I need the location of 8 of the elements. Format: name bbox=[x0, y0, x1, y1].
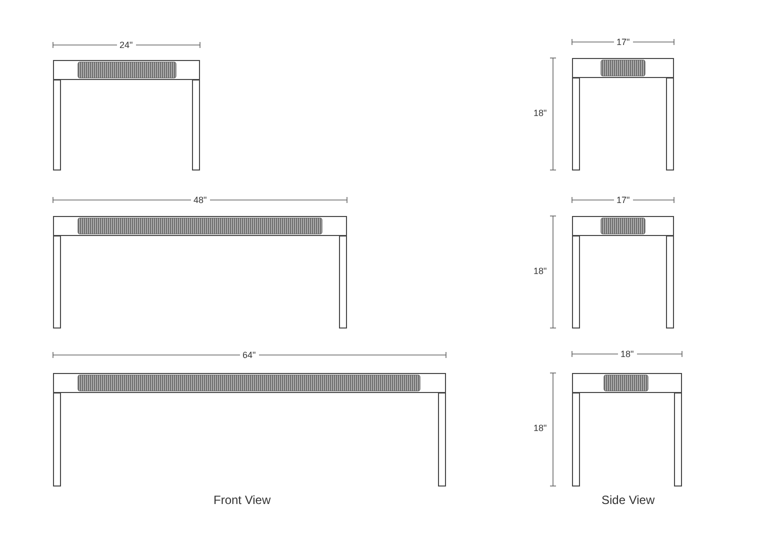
dimension-label: 17" bbox=[614, 36, 633, 48]
dimension-label: 48" bbox=[190, 194, 210, 206]
dimension-label: 24" bbox=[116, 40, 136, 50]
view-caption: Side View bbox=[602, 493, 655, 507]
dimension-label: 17" bbox=[614, 194, 633, 206]
dimension-label: 64" bbox=[240, 350, 259, 360]
view-caption: Front View bbox=[214, 493, 271, 507]
dimension-label: 18" bbox=[618, 348, 637, 360]
